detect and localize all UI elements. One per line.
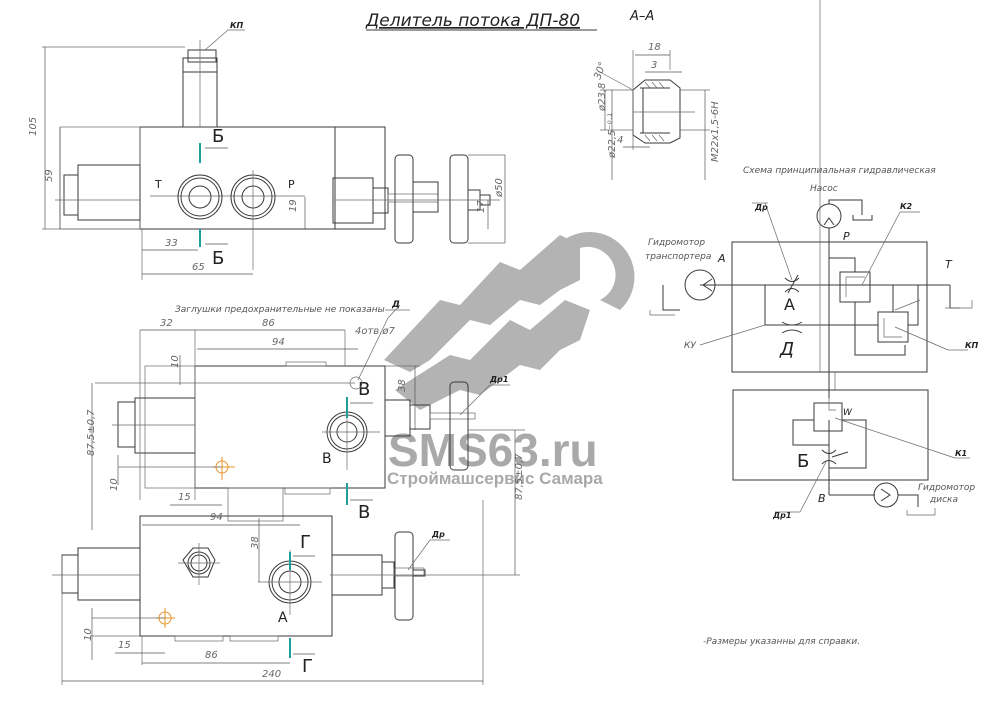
- dim-dia-23-8: ø23,8: [597, 83, 608, 112]
- port-a-label: А: [278, 610, 288, 626]
- dim-17: 17: [476, 200, 487, 213]
- motor-transporter-line2: транспортера: [645, 252, 711, 262]
- cut-v-top: В: [358, 379, 370, 400]
- footnote: -Размеры указанны для справки.: [703, 637, 860, 647]
- dim-18: 18: [648, 42, 661, 53]
- dim-3: 3: [651, 60, 657, 71]
- schematic-t-label: Т: [945, 258, 953, 271]
- schematic-dr-label: Др: [754, 203, 768, 212]
- cut-g-top: Г: [300, 532, 311, 553]
- schematic-ku-label: КУ: [684, 341, 696, 351]
- cut-b-bottom: Б: [212, 248, 224, 269]
- hydraulic-schematic: Схема принципиальная гидравлическая Насо…: [645, 0, 979, 520]
- watermark-logo: [384, 231, 635, 410]
- dim-10-bottom: 10: [83, 628, 94, 641]
- cut-b-top: Б: [212, 126, 224, 147]
- motor-transporter-line1: Гидромотор: [648, 238, 705, 248]
- dim-105: 105: [28, 117, 39, 136]
- cut-v-bottom: В: [358, 502, 370, 523]
- dim-240: 240: [262, 669, 281, 680]
- dim-10-mid: 10: [170, 355, 181, 368]
- schematic-spring-label: W: [843, 408, 853, 418]
- dim-angle-30: 30°: [592, 61, 608, 81]
- dim-86-bottom: 86: [205, 650, 218, 661]
- callout-dr-bottom: Др: [431, 530, 445, 539]
- watermark-subtext: Строймашсервис Самара: [387, 469, 603, 488]
- dim-10b-mid: 10: [109, 478, 120, 491]
- middle-view: Заглушки предохранительные не показаны В…: [86, 300, 525, 530]
- bottom-view: А Г Г Др 94 38 87,5±0,7 10 15 86: [52, 430, 525, 685]
- motor-disk-line1: Гидромотор: [918, 483, 975, 493]
- port-p-label: Р: [288, 178, 295, 191]
- motor-disk-line2: диска: [929, 495, 958, 505]
- dim-94-bottom: 94: [210, 512, 223, 523]
- dim-38-mid: 38: [397, 379, 408, 392]
- dim-4: 4: [617, 135, 623, 146]
- schematic-title: Схема принципиальная гидравлическая: [743, 166, 936, 176]
- dim-59: 59: [44, 169, 55, 182]
- holes-label: 4отв.ø7: [355, 326, 395, 337]
- schematic-dr1-label: Др1: [772, 511, 791, 520]
- dim-38-bottom: 38: [250, 536, 261, 549]
- watermark-text: SMS63.ru: [388, 424, 598, 476]
- top-view: Т Р Б Б 105 59 33 65 19 17: [28, 21, 506, 280]
- dim-19: 19: [288, 199, 299, 212]
- schematic-big-b: Б: [797, 451, 809, 472]
- dim-87-5-mid: 87,5±0,7: [86, 409, 97, 456]
- dim-86-mid: 86: [262, 318, 275, 329]
- callout-dr1: Др1: [489, 375, 508, 384]
- dim-33: 33: [165, 238, 178, 249]
- port-t-label: Т: [154, 178, 162, 191]
- dim-32: 32: [160, 318, 173, 329]
- schematic-a-label: А: [717, 252, 726, 265]
- schematic-kp-label: КП: [965, 341, 979, 350]
- pump-label: Насос: [810, 184, 838, 194]
- dim-thread: M22x1,5-6H: [710, 101, 721, 162]
- schematic-big-a: А: [784, 295, 795, 314]
- drawing-title: Делитель потока ДП-80: [365, 11, 580, 31]
- section-title: А–А: [629, 9, 654, 24]
- dim-94-mid: 94: [272, 337, 285, 348]
- schematic-v-label: В: [818, 492, 826, 505]
- schematic-k1-label: К1: [955, 449, 967, 458]
- dim-15-bottom: 15: [118, 640, 131, 651]
- dim-dia-50: ø50: [494, 178, 505, 198]
- schematic-k2-label: К2: [900, 202, 913, 211]
- section-a-a: А–А 18 3 4 ø23,8 ø22,5⁻⁰·¹ M22x1,5-6H 30…: [592, 9, 721, 180]
- dim-65: 65: [192, 262, 205, 273]
- dim-15-mid: 15: [178, 492, 191, 503]
- port-v-label: В: [322, 451, 332, 467]
- note-plugs: Заглушки предохранительные не показаны: [175, 305, 385, 315]
- callout-kp-top: КП: [230, 21, 244, 30]
- dim-dia-22-5: ø22,5⁻⁰·¹: [607, 113, 618, 159]
- callout-d: Д: [391, 300, 400, 310]
- dim-87-5-bottom: 87,5±0,7: [514, 453, 525, 500]
- schematic-big-d: Д: [779, 339, 794, 360]
- schematic-p-label: Р: [843, 230, 850, 243]
- cut-g-bottom: Г: [302, 656, 313, 677]
